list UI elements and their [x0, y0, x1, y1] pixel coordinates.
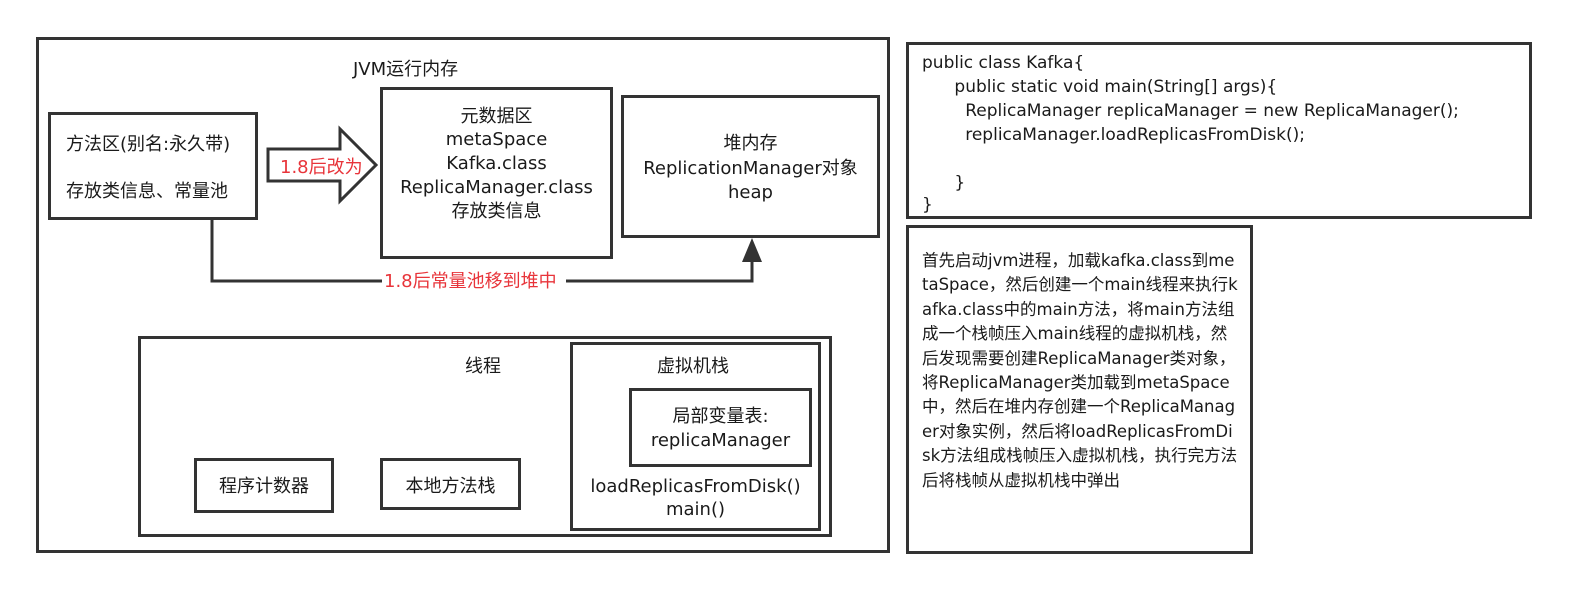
code-line-1: public class Kafka{ [922, 53, 1085, 73]
thread-title: 线程 [465, 356, 501, 377]
constant-pool-connector-label: 1.8后常量池移到堆中 [384, 271, 557, 292]
local-variables-box [629, 388, 812, 467]
heap-label-2: ReplicationManager对象 [643, 158, 858, 179]
method-area-description: 存放类信息、常量池 [66, 181, 228, 202]
code-box [906, 42, 1532, 219]
stack-frame-load-replicas: loadReplicasFromDisk() [590, 476, 801, 497]
metaspace-label-2: metaSpace [445, 129, 548, 150]
program-counter-box [194, 458, 334, 513]
metaspace-label-3: Kafka.class [446, 153, 547, 174]
local-variables-label: 局部变量表: [672, 406, 769, 427]
method-area-box [48, 112, 258, 220]
block-arrow-label: 1.8后改为 [280, 157, 363, 178]
heap-box [621, 95, 880, 238]
native-method-stack-box [380, 458, 521, 510]
jvm-title: JVM运行内存 [353, 59, 459, 80]
program-counter-label: 程序计数器 [219, 476, 309, 497]
method-area-label: 方法区(别名:永久带) [66, 134, 231, 155]
code-line-3: ReplicaManager replicaManager = new Repl… [922, 101, 1459, 121]
local-variables-value: replicaManager [650, 430, 791, 451]
code-line-2: public static void main(String[] args){ [922, 77, 1278, 97]
block-arrow [266, 125, 379, 205]
explanation-box [906, 225, 1253, 554]
code-line-6: } [922, 173, 966, 193]
native-method-stack-label: 本地方法栈 [405, 476, 496, 497]
explanation-text: 首先启动jvm进程，加载kafka.class到metaSpace，然后创建一个… [922, 251, 1238, 490]
heap-label-3: heap [728, 182, 773, 203]
metaspace-label-4: ReplicaManager.class [400, 177, 593, 198]
connector-label-background [382, 271, 566, 293]
connector-arrowhead [742, 238, 762, 262]
vm-stack-title: 虚拟机栈 [657, 356, 729, 377]
code-line-4: replicaManager.loadReplicasFromDisk(); [922, 125, 1305, 145]
metaspace-label-5: 存放类信息 [451, 201, 542, 222]
code-line-7: } [922, 195, 933, 215]
metaspace-box [380, 87, 613, 259]
heap-label-1: 堆内存 [723, 133, 778, 154]
stack-frame-main: main() [665, 499, 726, 520]
metaspace-label-1: 元数据区 [460, 106, 533, 127]
